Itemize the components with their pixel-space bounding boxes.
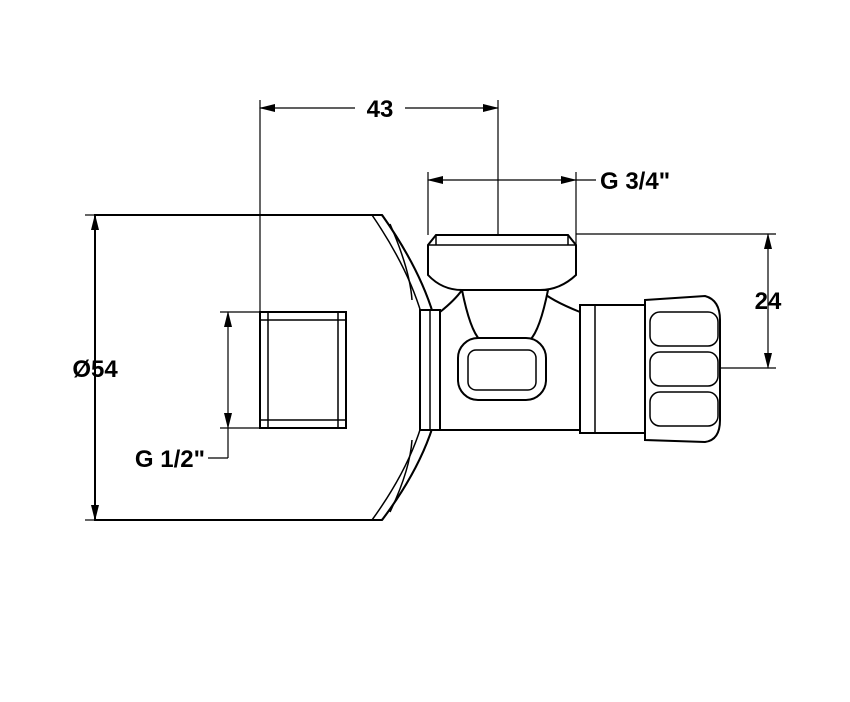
handle-knob [644,294,721,444]
dimension-lines [85,100,776,521]
valve-body [94,214,721,521]
dim-height-label: 24 [755,288,782,315]
inner-hex [457,337,547,401]
dim-outlet-thread-label: G 3/4" [600,168,670,195]
dim-diameter-label: Ø54 [72,356,118,383]
outlet-nut [427,234,577,291]
inlet-thread [259,311,347,429]
dim-length-label: 43 [367,96,394,123]
dim-inlet-thread-label: G 1/2" [135,446,205,473]
